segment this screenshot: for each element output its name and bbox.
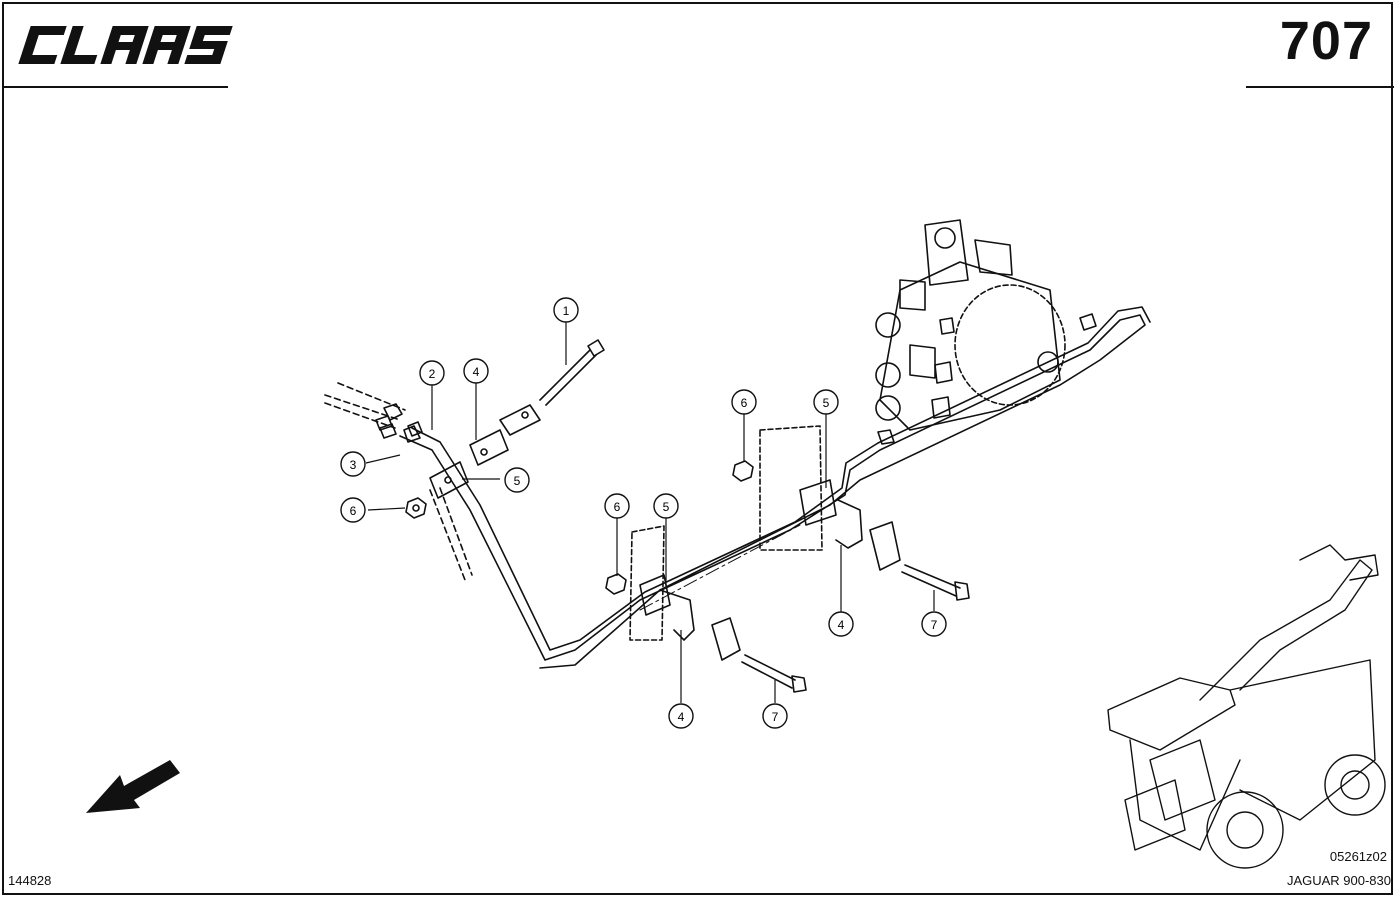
page-number: 707 [1279,11,1373,71]
part-1-rod [539,339,605,406]
callout-6a-label: 6 [350,504,357,518]
bracket-assembly-right [732,425,970,601]
model-name: JAGUAR 900-830 [1286,873,1391,888]
forage-harvester-icon [1107,544,1386,869]
callout-4b: 4 [828,611,854,637]
callout-6b: 6 [731,389,757,415]
callout-1-label: 1 [563,304,570,318]
bracket-assembly-middle [605,525,807,693]
callout-5b-label: 5 [823,396,830,410]
callout-2: 2 [419,360,445,386]
callout-5b: 5 [813,389,839,415]
callout-5a-label: 5 [514,474,521,488]
claas-logo [18,26,233,64]
callout-4a-label: 4 [473,365,480,379]
part-4-connector-top [469,404,541,466]
line-end-fittings [877,313,1097,445]
callout-6c: 6 [604,493,630,519]
callout-2-label: 2 [429,367,436,381]
callout-7b: 7 [762,703,788,729]
hose-fittings [375,403,423,443]
header-rule-left [2,86,228,88]
callout-6b-label: 6 [741,396,748,410]
callout-7a: 7 [921,611,947,637]
part-6-nut-left [405,497,427,519]
callout-5c: 5 [653,493,679,519]
arrow-icon [86,760,180,813]
valve-block [875,219,1066,431]
callout-7a-label: 7 [931,618,938,632]
callout-5a: 5 [504,467,530,493]
callout-4c-label: 4 [678,710,685,724]
callout-3-label: 3 [350,458,357,472]
part-5-clamp-left [429,461,469,499]
callout-6c-label: 6 [614,500,621,514]
header-rule-right [1246,86,1394,88]
callout-7b-label: 7 [772,710,779,724]
drawing-code: 05261z02 [1329,849,1387,864]
document-number: 144828 [8,873,52,888]
callout-5c-label: 5 [663,500,670,514]
callout-1: 1 [553,297,579,323]
callout-6a: 6 [340,497,366,523]
callout-4b-label: 4 [838,618,845,632]
callout-4a: 4 [463,358,489,384]
callout-3: 3 [340,451,366,477]
hydraulic-line-pair [324,306,1151,669]
callout-4c: 4 [668,703,694,729]
